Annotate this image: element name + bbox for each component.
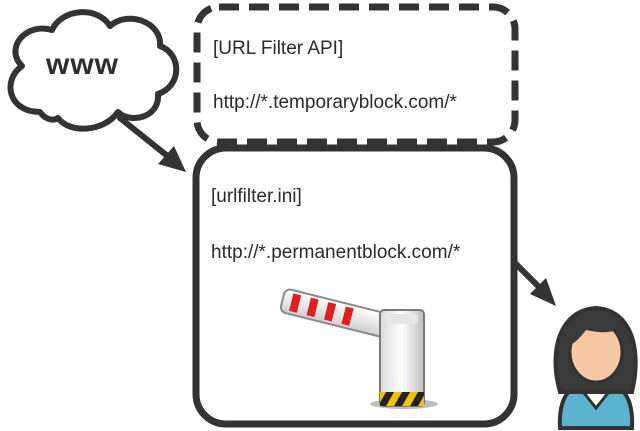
cloud-icon xyxy=(7,9,180,132)
barrier-gate-icon xyxy=(279,288,438,409)
permanent-block-rule: http://*.permanentblock.com/* xyxy=(211,242,461,263)
url-filter-api-box xyxy=(193,3,519,146)
cloud-label: www xyxy=(46,48,120,81)
url-filter-api-title: [URL Filter API] xyxy=(213,38,344,59)
arrow-icon xyxy=(117,115,186,172)
urlfilter-ini-title: [urlfilter.ini] xyxy=(211,186,302,207)
user-avatar-icon xyxy=(553,305,638,430)
temporary-block-rule: http://*.temporaryblock.com/* xyxy=(213,92,457,113)
arrow-icon xyxy=(511,259,556,306)
urlfilter-ini-box xyxy=(192,144,518,428)
